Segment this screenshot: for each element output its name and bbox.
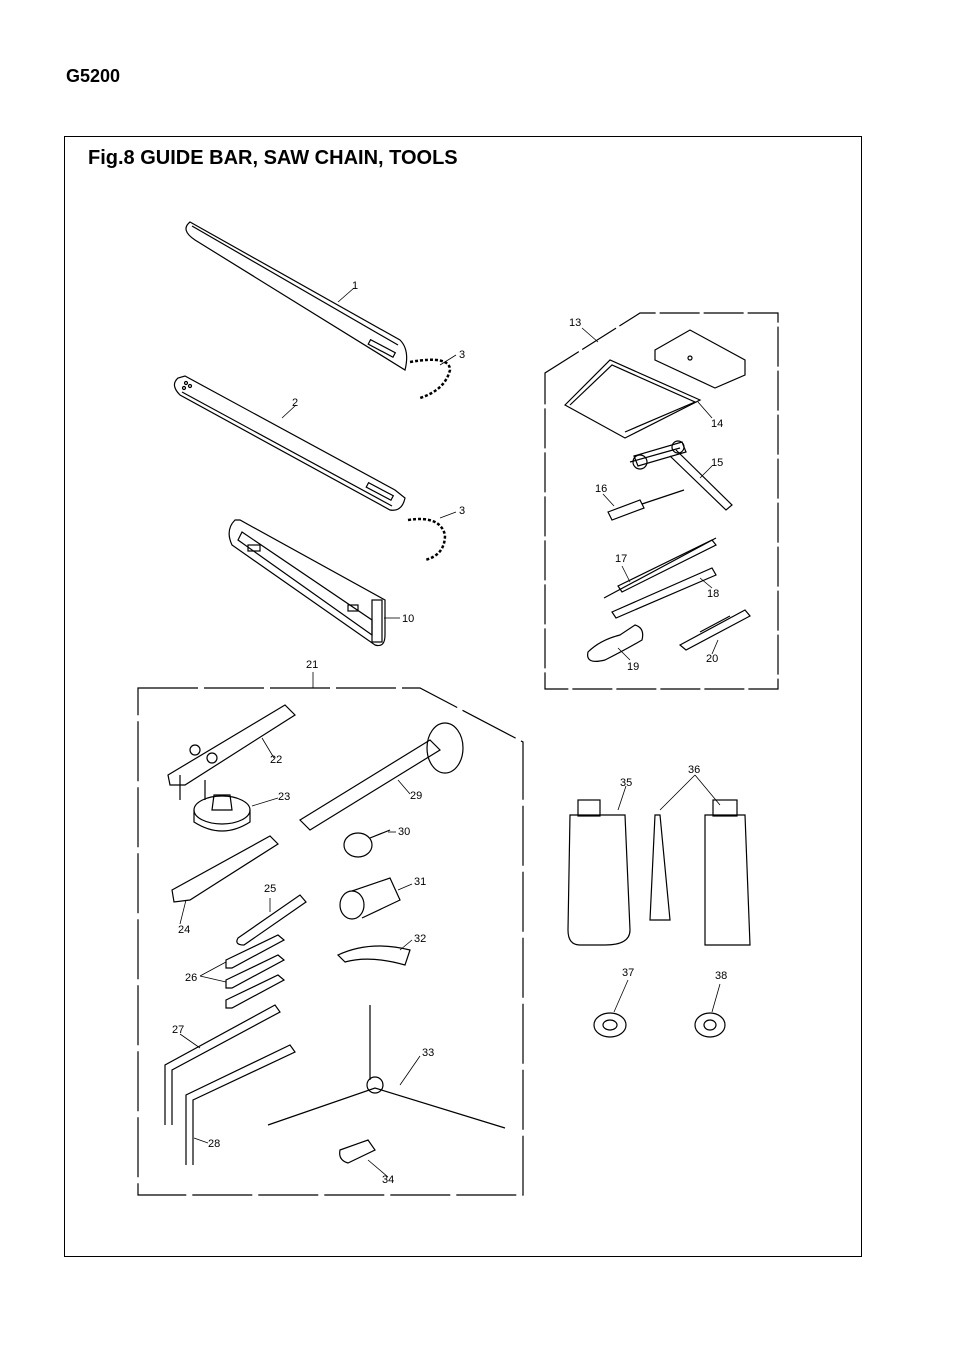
hook-wrench bbox=[171, 835, 279, 903]
callout-labels: 1 3 2 3 10 13 14 15 16 17 18 19 20 21 22… bbox=[172, 280, 727, 1186]
round-file bbox=[603, 537, 717, 599]
figure-title: Fig.8 GUIDE BAR, SAW CHAIN, TOOLS bbox=[88, 147, 458, 169]
callout-34: 34 bbox=[382, 1174, 394, 1186]
callout-20: 20 bbox=[706, 653, 718, 665]
flywheel-puller bbox=[193, 794, 251, 832]
callout-2: 2 bbox=[292, 397, 298, 409]
saw-chain-upper bbox=[409, 358, 452, 400]
screwdriver bbox=[607, 489, 685, 521]
spanner bbox=[167, 704, 296, 800]
tool-kit-outline bbox=[544, 312, 779, 690]
file-handle bbox=[587, 624, 644, 662]
callout-27: 27 bbox=[172, 1024, 184, 1036]
plug-wrench bbox=[629, 440, 733, 511]
callout-29: 29 bbox=[410, 790, 422, 802]
callout-15: 15 bbox=[711, 457, 723, 469]
callout-18: 18 bbox=[707, 588, 719, 600]
hex-keys bbox=[225, 934, 286, 1009]
callout-10: 10 bbox=[402, 613, 414, 625]
callout-30: 30 bbox=[398, 826, 410, 838]
cap-38 bbox=[694, 1012, 726, 1038]
box-wrench bbox=[267, 1005, 506, 1129]
callout-26: 26 bbox=[185, 972, 197, 984]
part-30 bbox=[343, 829, 391, 858]
guide-bar-2 bbox=[173, 375, 406, 511]
callout-19: 19 bbox=[627, 661, 639, 673]
callout-31: 31 bbox=[414, 876, 426, 888]
callout-33: 33 bbox=[422, 1047, 434, 1059]
callout-35: 35 bbox=[620, 777, 632, 789]
part-34 bbox=[339, 1139, 376, 1164]
callout-36: 36 bbox=[688, 764, 700, 776]
nozzle bbox=[649, 799, 751, 946]
callout-16: 16 bbox=[595, 483, 607, 495]
callout-1: 1 bbox=[352, 280, 358, 292]
depth-gauge bbox=[678, 609, 751, 651]
cap-37 bbox=[593, 1012, 627, 1038]
callout-22: 22 bbox=[270, 754, 282, 766]
piston-stopper bbox=[299, 722, 464, 831]
saw-chain-lower bbox=[407, 517, 447, 562]
guide-bar-cover bbox=[228, 519, 386, 647]
callout-23: 23 bbox=[278, 791, 290, 803]
leader-lines bbox=[179, 287, 721, 1178]
callout-32: 32 bbox=[414, 933, 426, 945]
callout-37: 37 bbox=[622, 967, 634, 979]
callout-38: 38 bbox=[715, 970, 727, 982]
callout-28: 28 bbox=[208, 1138, 220, 1150]
tool-bag bbox=[564, 329, 746, 439]
callout-17: 17 bbox=[615, 553, 627, 565]
callout-3-upper: 3 bbox=[459, 349, 465, 361]
callout-13: 13 bbox=[569, 317, 581, 329]
part-32 bbox=[336, 945, 411, 966]
flat-file bbox=[611, 567, 717, 619]
fuel-bottle bbox=[567, 799, 631, 946]
callout-14: 14 bbox=[711, 418, 723, 430]
figure-frame bbox=[64, 136, 862, 1257]
callout-24: 24 bbox=[178, 924, 190, 936]
guide-bar-1 bbox=[185, 221, 408, 371]
part-31 bbox=[339, 877, 401, 920]
long-hex-key-28 bbox=[185, 1044, 296, 1165]
model-number: G5200 bbox=[66, 66, 121, 86]
callout-3-lower: 3 bbox=[459, 505, 465, 517]
punch bbox=[236, 894, 307, 946]
callout-21: 21 bbox=[306, 659, 318, 671]
long-hex-key-27 bbox=[164, 1004, 281, 1125]
callout-25: 25 bbox=[264, 883, 276, 895]
tool-set-outline bbox=[137, 687, 524, 1196]
